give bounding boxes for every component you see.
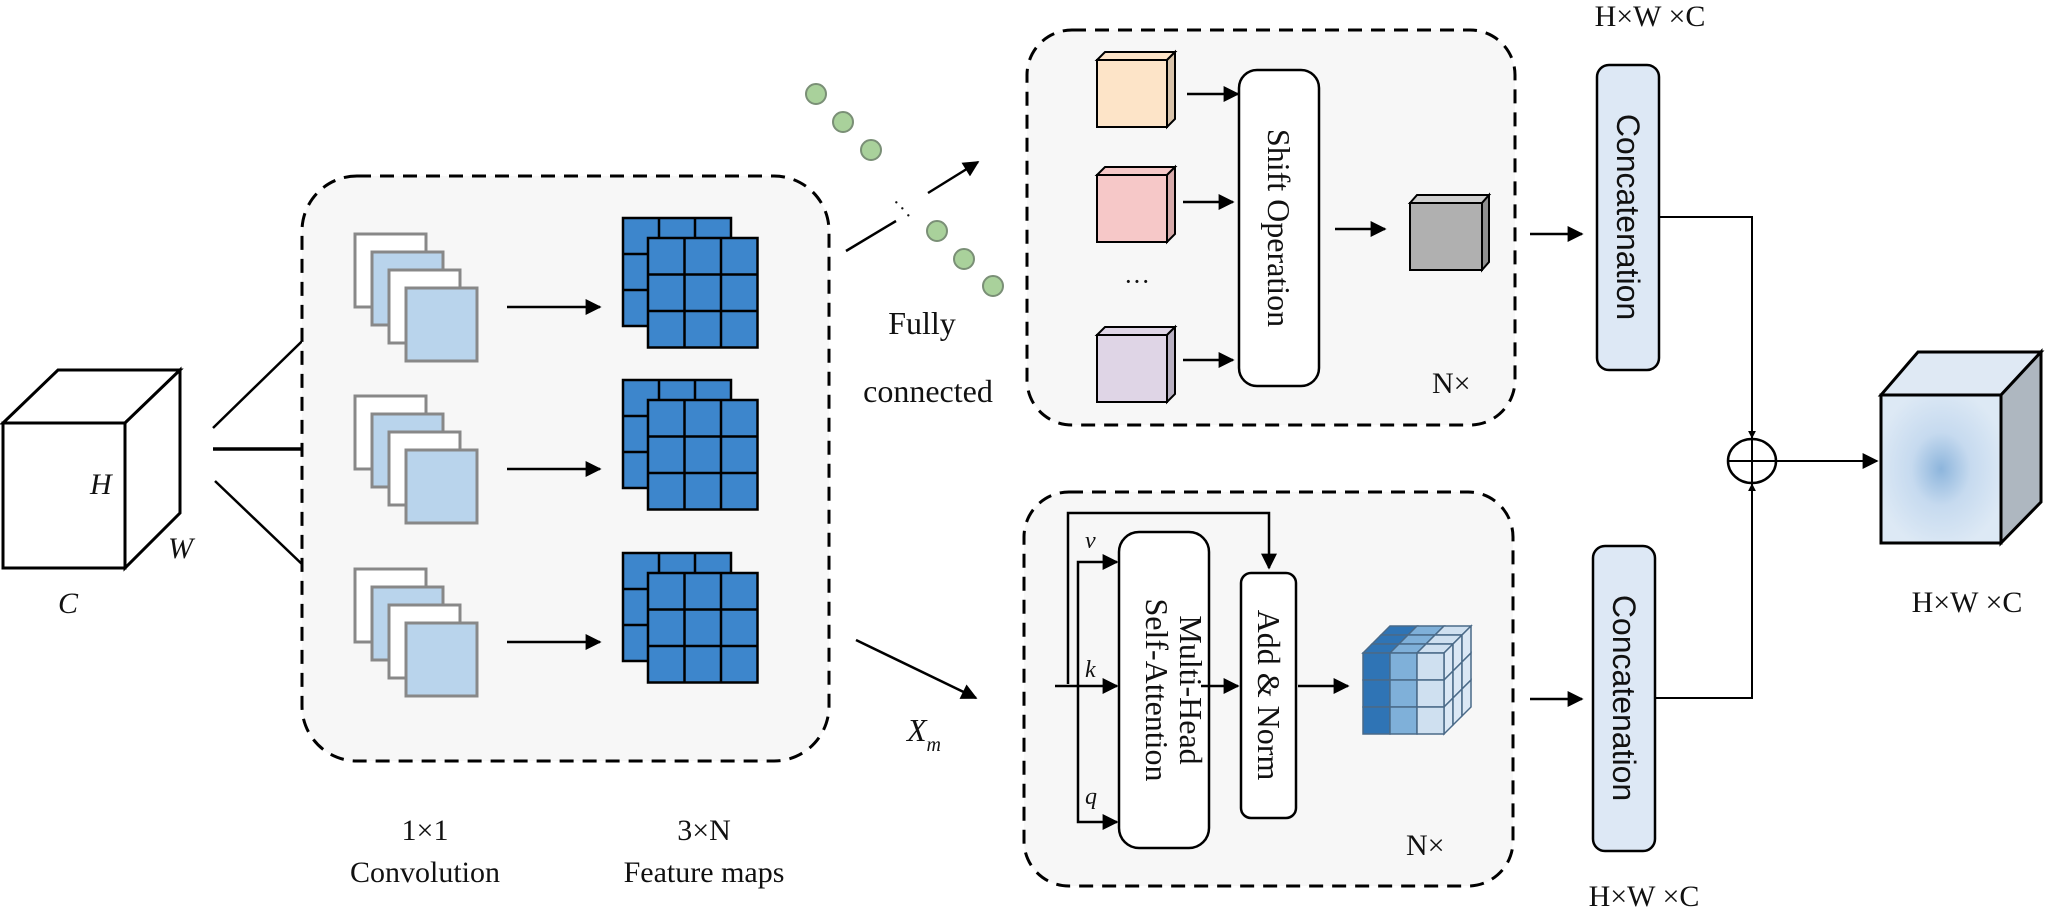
cube-side: [1166, 324, 1176, 405]
fc-label-line1: Fully: [888, 305, 956, 341]
cube-top: [1094, 166, 1178, 176]
output-cube: [1877, 348, 2045, 547]
fc-line: [845, 219, 897, 253]
q-arrow: [1076, 686, 1119, 830]
feature-map-front: [646, 571, 759, 684]
fmap-label-line1: 3×N: [677, 814, 731, 847]
concat-top-to-add: [1659, 216, 1756, 439]
conv-branch-row: [353, 378, 759, 525]
cube-w-label: W: [168, 532, 196, 565]
conv-filter: [404, 621, 479, 698]
mhsa-label-line2: Self-Attention: [1139, 598, 1175, 781]
cube-cell-side: [1461, 678, 1472, 718]
cube-cell-front: [1389, 652, 1418, 681]
feature-map-front: [646, 236, 759, 349]
fc-ellipsis: ·: [899, 198, 906, 220]
concat-bottom-dim: H×W ×C: [1589, 880, 1700, 913]
cube-side: [1166, 164, 1176, 245]
cube-side: [1166, 49, 1176, 130]
residual-connection: [1066, 511, 1277, 684]
fc-node: [926, 220, 948, 242]
fc-node: [982, 275, 1004, 297]
add-norm-label: Add & Norm: [1251, 610, 1287, 781]
fc-node: [832, 111, 854, 133]
q-label: q: [1085, 784, 1097, 810]
fc-node: [860, 139, 882, 161]
xm-label: Xm: [905, 712, 941, 756]
shift-input-cube: [1094, 164, 1178, 245]
fc-ellipsis: ·: [905, 205, 912, 227]
fc-node: [805, 83, 827, 105]
cube-front: [1096, 59, 1168, 128]
conv-filter: [404, 448, 479, 525]
shift-input-cube: [1094, 324, 1178, 405]
conv-filter: [404, 286, 479, 363]
mhsa-box: [1117, 530, 1211, 850]
k-label: k: [1085, 657, 1096, 683]
conv-label-line1: 1×1: [402, 814, 449, 847]
cube-cell-front: [1389, 706, 1418, 735]
conv-panel: [300, 174, 831, 763]
conv-branch-row: [353, 216, 759, 363]
fc-label-line2: connected: [863, 373, 993, 409]
concat-top-dim: H×W ×C: [1595, 0, 1706, 33]
shift-output-cube: [1407, 192, 1492, 273]
concat-bottom-label: Concatenation: [1606, 595, 1642, 801]
add-norm-box: [1239, 571, 1298, 820]
conv-branch-row: [353, 551, 759, 698]
cube-front: [1096, 174, 1168, 243]
shift-input-cube: [1094, 49, 1178, 130]
cube-cell-front: [1416, 679, 1445, 708]
cube-cell-front: [1362, 706, 1391, 735]
fully-connected: · · · Fully connected: [805, 83, 1004, 409]
shift-repeat-label: N×: [1432, 367, 1471, 400]
fc-arrow: [927, 160, 980, 195]
fmap-label-line2: Feature maps: [624, 856, 785, 889]
cube-top: [1094, 51, 1178, 61]
mhsa-label-line1: Multi-Head: [1173, 615, 1209, 764]
shift-operation-label: Shift Operation: [1261, 129, 1297, 327]
shift-operation-box: [1237, 68, 1321, 388]
cube-h-label: H: [89, 468, 114, 501]
cube-cell-front: [1362, 679, 1391, 708]
feature-map-front: [646, 398, 759, 511]
attention-repeat-label: N×: [1406, 829, 1445, 862]
cube-cell-front: [1389, 679, 1418, 708]
shift-ellipsis: ···: [1124, 267, 1150, 296]
cube-cell-front: [1362, 652, 1391, 681]
attention-panel: v k q Multi-Head Self-Attention Add & No…: [1022, 490, 1515, 888]
attention-output-cube: [1361, 624, 1473, 736]
concat-bottom-to-add: [1655, 483, 1756, 699]
fc-ellipsis: ·: [893, 192, 900, 214]
cube-cell-front: [1416, 652, 1445, 681]
output-dim: H×W ×C: [1912, 586, 2023, 619]
fc-node: [953, 248, 975, 270]
input-cube: H W C: [0, 366, 196, 620]
cube-c-label: C: [58, 587, 79, 620]
conv-label-line2: Convolution: [350, 856, 500, 889]
cube-cell-front: [1416, 706, 1445, 735]
shift-panel: ··· Shift Operation N×: [1025, 28, 1517, 427]
elementwise-add-icon: [1726, 437, 1778, 485]
xm-arrow: [855, 638, 978, 700]
cube-top: [1094, 326, 1178, 336]
cube-front: [1096, 334, 1168, 403]
concat-top-label: Concatenation: [1610, 114, 1646, 320]
v-arrow: [1076, 554, 1119, 686]
v-label: v: [1085, 528, 1096, 554]
